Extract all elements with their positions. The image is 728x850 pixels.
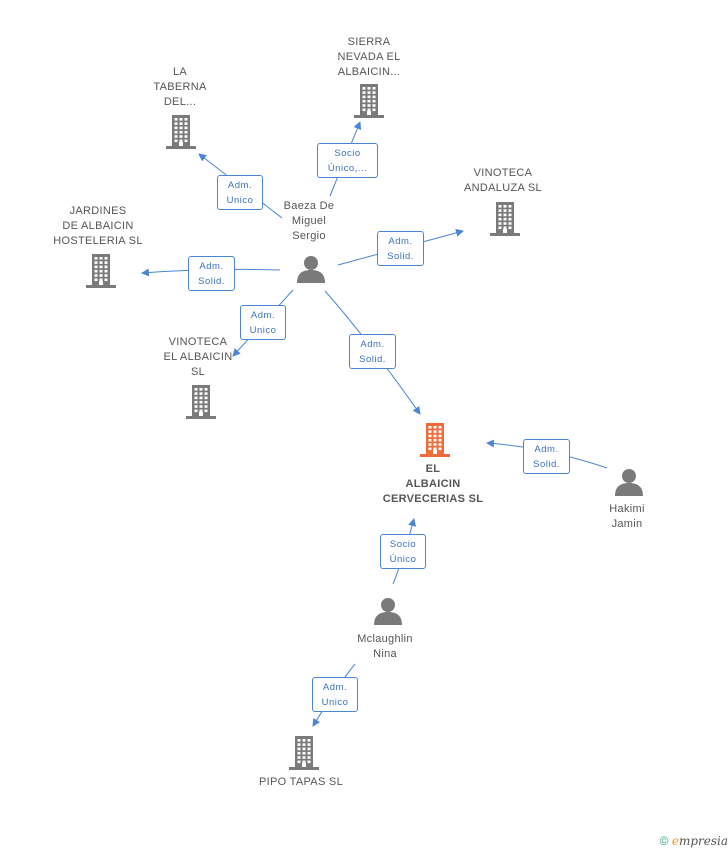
edge-label-hakimi-el_albaicin[interactable]: Adm. Solid.	[523, 439, 570, 474]
building-icon-jardines[interactable]	[86, 254, 116, 293]
edge-label-baeza-sierra[interactable]: Socio Único,...	[317, 143, 378, 178]
edge-label-baeza-vinoteca_albaicin[interactable]: Adm. Unico	[240, 305, 286, 340]
brand-rest: mpresia	[678, 834, 728, 848]
copyright-symbol: ©	[659, 834, 669, 848]
edge-label-baeza-el_albaicin[interactable]: Adm. Solid.	[349, 334, 396, 369]
building-icon-vinoteca_albaicin[interactable]	[186, 385, 216, 424]
brand-first-letter: e	[671, 834, 679, 848]
person-icon-baeza[interactable]	[296, 255, 326, 288]
building-icon-vinoteca_andaluza[interactable]	[490, 202, 520, 241]
edge-label-baeza-vinoteca_andaluza[interactable]: Adm. Solid.	[377, 231, 424, 266]
node-label-vinoteca_albaicin[interactable]: VINOTECA EL ALBAICIN SL	[163, 335, 233, 378]
building-icon-taberna[interactable]	[166, 115, 196, 154]
node-label-sierra[interactable]: SIERRA NEVADA EL ALBAICIN...	[337, 35, 401, 78]
building-icon-pipo[interactable]	[289, 736, 319, 775]
empresia-logo[interactable]: empresia	[672, 834, 728, 848]
node-label-jardines[interactable]: JARDINES DE ALBAICIN HOSTELERIA SL	[53, 204, 143, 247]
edge-label-mclaughlin-el_albaicin[interactable]: Socio Único	[380, 534, 426, 569]
node-label-el_albaicin[interactable]: EL ALBAICIN CERVECERIAS SL	[382, 462, 484, 505]
person-icon-mclaughlin[interactable]	[373, 597, 403, 630]
edge-label-baeza-jardines[interactable]: Adm. Solid.	[188, 256, 235, 291]
node-label-mclaughlin[interactable]: Mclaughlin Nina	[357, 633, 413, 660]
footer-brand: © empresia	[660, 834, 728, 848]
node-label-hakimi[interactable]: Hakimi Jamin	[609, 503, 645, 530]
edge-label-mclaughlin-pipo[interactable]: Adm. Unico	[312, 677, 358, 712]
edge-label-baeza-taberna[interactable]: Adm. Unico	[217, 175, 263, 210]
person-icon-hakimi[interactable]	[614, 468, 644, 501]
building-icon-el_albaicin[interactable]	[420, 423, 450, 462]
node-label-vinoteca_andaluza[interactable]: VINOTECA ANDALUZA SL	[464, 167, 542, 194]
node-label-pipo[interactable]: PIPO TAPAS SL	[259, 775, 343, 788]
building-icon-sierra[interactable]	[354, 84, 384, 123]
node-label-taberna[interactable]: LA TABERNA DEL...	[153, 65, 207, 108]
node-label-baeza[interactable]: Baeza De Miguel Sergio	[283, 199, 335, 242]
